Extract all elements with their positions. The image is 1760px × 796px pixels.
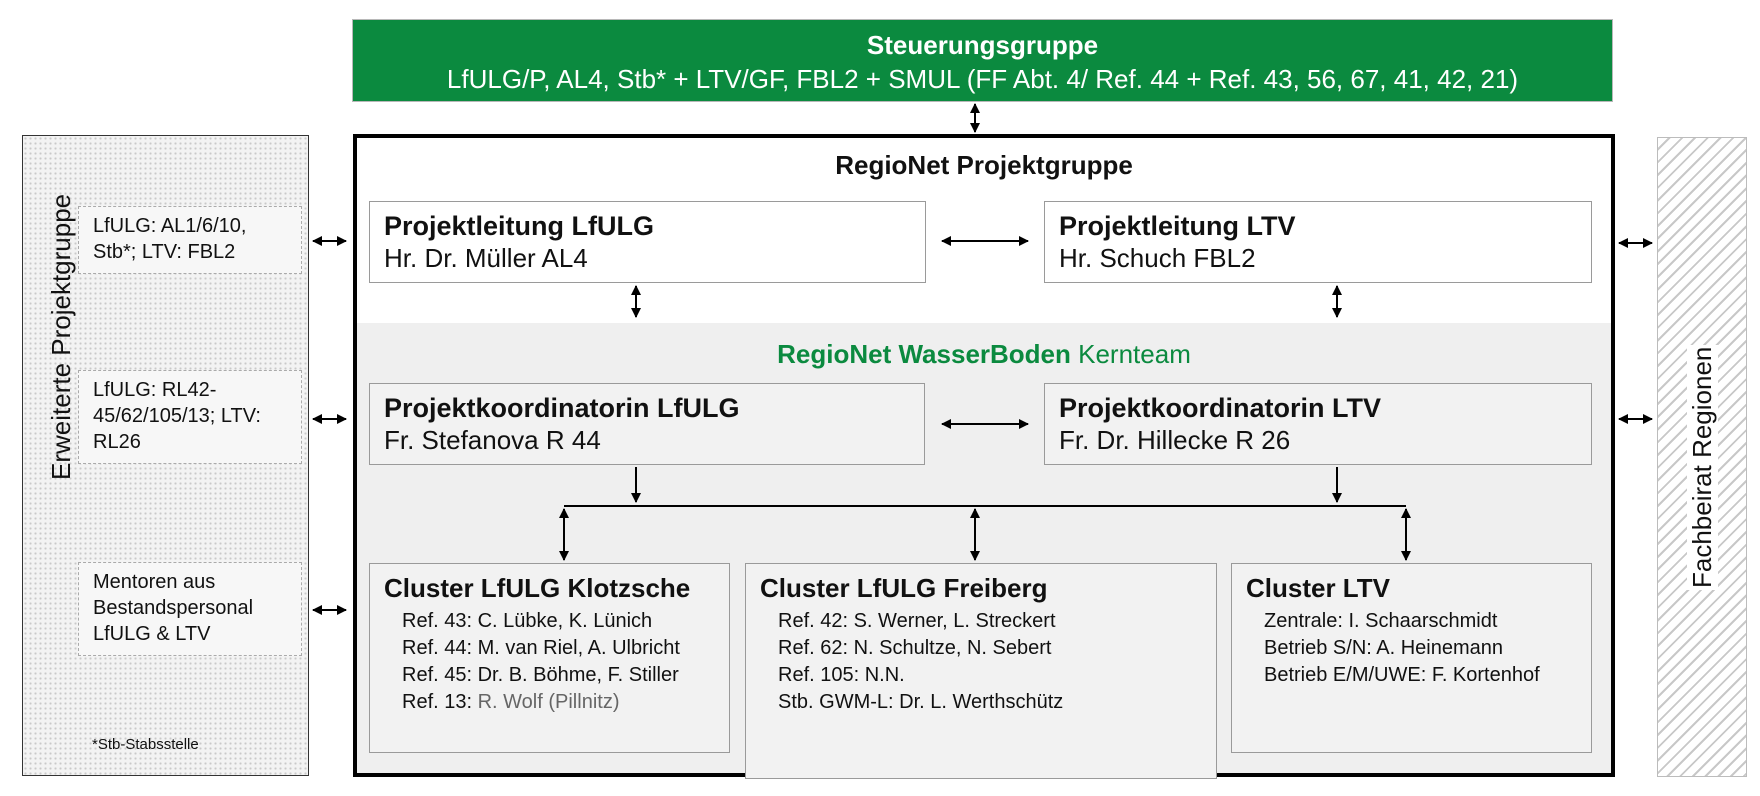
core-team-title: RegioNet WasserBoden Kernteam bbox=[353, 339, 1615, 370]
lead-ltv-box: Projektleitung LTV Hr. Schuch FBL2 bbox=[1044, 201, 1592, 283]
cluster-member: Ref. 13: R. Wolf (Pillnitz) bbox=[384, 689, 729, 716]
extended-box-line: Stb*; LTV: FBL2 bbox=[93, 241, 236, 263]
core-team-title-rest: Kernteam bbox=[1070, 339, 1191, 369]
coord-ltv-box: Projektkoordinatorin LTV Fr. Dr. Hilleck… bbox=[1044, 383, 1592, 465]
lead-lfulg-title: Projektleitung LfULG bbox=[384, 211, 654, 241]
cluster-member: Betrieb E/M/UWE: F. Kortenhof bbox=[1264, 664, 1540, 686]
steering-group-box: Steuerungsgruppe LfULG/P, AL4, Stb* + LT… bbox=[352, 19, 1613, 102]
cluster-member-external: R. Wolf (Pillnitz) bbox=[477, 691, 620, 713]
stb-footnote: *Stb-Stabsstelle bbox=[92, 736, 199, 753]
cluster-member: Betrieb S/N: A. Heinemann bbox=[1264, 637, 1504, 659]
cluster-title: Cluster LfULG Klotzsche bbox=[384, 573, 691, 603]
steering-group-title: Steuerungsgruppe bbox=[866, 30, 1099, 60]
extended-box-line: LfULG: RL42- bbox=[93, 379, 217, 401]
cluster-member-prefix: Ref. 13: bbox=[402, 691, 478, 713]
core-team-title-bold: RegioNet WasserBoden bbox=[777, 339, 1071, 369]
extended-group-box-mentors: Mentoren aus Bestandspersonal LfULG & LT… bbox=[78, 562, 302, 656]
extended-group-box-heads: LfULG: RL42- 45/62/105/13; LTV: RL26 bbox=[78, 370, 302, 464]
cluster-title: Cluster LTV bbox=[1246, 573, 1390, 603]
coord-lfulg-person: Fr. Stefanova R 44 bbox=[384, 425, 601, 455]
coord-ltv-title: Projektkoordinatorin LTV bbox=[1059, 393, 1382, 423]
extended-group-box-leaders: LfULG: AL1/6/10, Stb*; LTV: FBL2 bbox=[78, 206, 302, 274]
coord-lfulg-box: Projektkoordinatorin LfULG Fr. Stefanova… bbox=[369, 383, 925, 465]
cluster-member: Ref. 45: Dr. B. Böhme, F. Stiller bbox=[402, 664, 679, 686]
cluster-klotzsche: Cluster LfULG Klotzsche Ref. 43: C. Lübk… bbox=[369, 563, 730, 753]
extended-box-line: Bestandspersonal bbox=[93, 597, 254, 619]
cluster-freiberg: Cluster LfULG Freiberg Ref. 42: S. Werne… bbox=[745, 563, 1217, 779]
extended-box-line: Mentoren aus bbox=[93, 571, 216, 593]
lead-ltv-title: Projektleitung LTV bbox=[1059, 211, 1296, 241]
extended-box-line: 45/62/105/13; LTV: bbox=[93, 405, 261, 427]
extended-box-line: RL26 bbox=[93, 431, 141, 453]
cluster-member: Ref. 43: C. Lübke, K. Lünich bbox=[402, 610, 653, 632]
coord-lfulg-title: Projektkoordinatorin LfULG bbox=[384, 393, 740, 423]
cluster-member: Stb. GWM-L: Dr. L. Werthschütz bbox=[778, 691, 1064, 713]
cluster-member: Zentrale: I. Schaarschmidt bbox=[1264, 610, 1498, 632]
cluster-member: Ref. 105: N.N. bbox=[778, 664, 905, 686]
coord-ltv-person: Fr. Dr. Hillecke R 26 bbox=[1059, 425, 1291, 455]
cluster-member: Ref. 42: S. Werner, L. Streckert bbox=[778, 610, 1056, 632]
cluster-member: Ref. 44: M. van Riel, A. Ulbricht bbox=[402, 637, 680, 659]
lead-lfulg-box: Projektleitung LfULG Hr. Dr. Müller AL4 bbox=[369, 201, 926, 283]
steering-group-members: LfULG/P, AL4, Stb* + LTV/GF, FBL2 + SMUL… bbox=[446, 64, 1519, 94]
cluster-ltv: Cluster LTV Zentrale: I. Schaarschmidt B… bbox=[1231, 563, 1592, 753]
lead-ltv-person: Hr. Schuch FBL2 bbox=[1059, 243, 1256, 273]
extended-box-line: LfULG: AL1/6/10, bbox=[93, 215, 247, 237]
project-group-title: RegioNet Projektgruppe bbox=[835, 150, 1133, 180]
lead-lfulg-person: Hr. Dr. Müller AL4 bbox=[384, 243, 588, 273]
extended-box-line: LfULG & LTV bbox=[93, 623, 211, 645]
cluster-member: Ref. 62: N. Schultze, N. Sebert bbox=[778, 637, 1052, 659]
cluster-title: Cluster LfULG Freiberg bbox=[760, 573, 1048, 603]
